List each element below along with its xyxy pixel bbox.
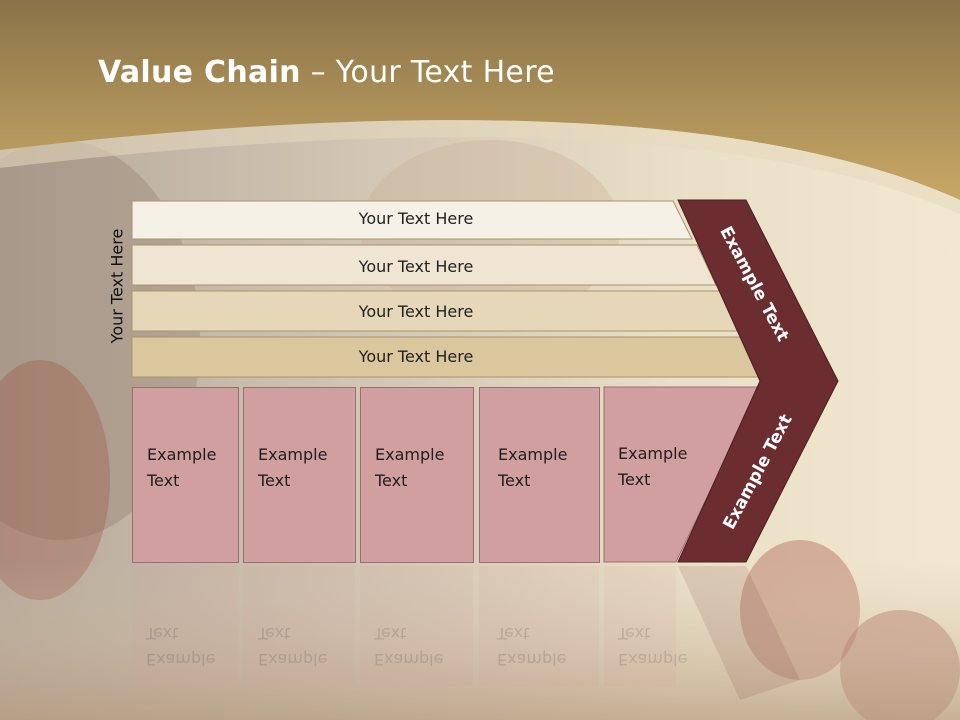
title-bold: Value Chain [98, 55, 301, 90]
box-1-label: Example Text [147, 445, 217, 490]
slide-title: Value Chain – Your Text Here [98, 55, 555, 90]
box-2-reflection: Example Text [258, 624, 328, 669]
bar-1 [131, 200, 693, 240]
box-4-reflection: Example Text [497, 624, 567, 669]
chevron-arrow [677, 199, 839, 563]
box-5-shape [603, 386, 761, 563]
box-4-label: Example Text [498, 445, 568, 490]
reflection [132, 566, 800, 700]
box-1-reflection: Example Text [146, 624, 216, 669]
box-5-reflection: Example Text [618, 624, 688, 669]
bar-4-label: Your Text Here [358, 347, 474, 366]
box-2-label: Example Text [258, 445, 328, 490]
box-3-reflection: Example Text [374, 624, 444, 669]
bar-1-label: Your Text Here [358, 209, 474, 228]
activity-box-2: Example Text [243, 387, 356, 563]
title-rest: – Your Text Here [300, 55, 555, 90]
activity-box-1: Example Text [132, 387, 239, 563]
box-5-label: Example Text [618, 444, 688, 489]
box-3-label: Example Text [375, 445, 445, 490]
bar-3-label: Your Text Here [358, 302, 474, 321]
activity-box-4: Example Text [479, 387, 600, 563]
bar-2-label: Your Text Here [358, 257, 474, 276]
activity-box-3: Example Text [360, 387, 474, 563]
